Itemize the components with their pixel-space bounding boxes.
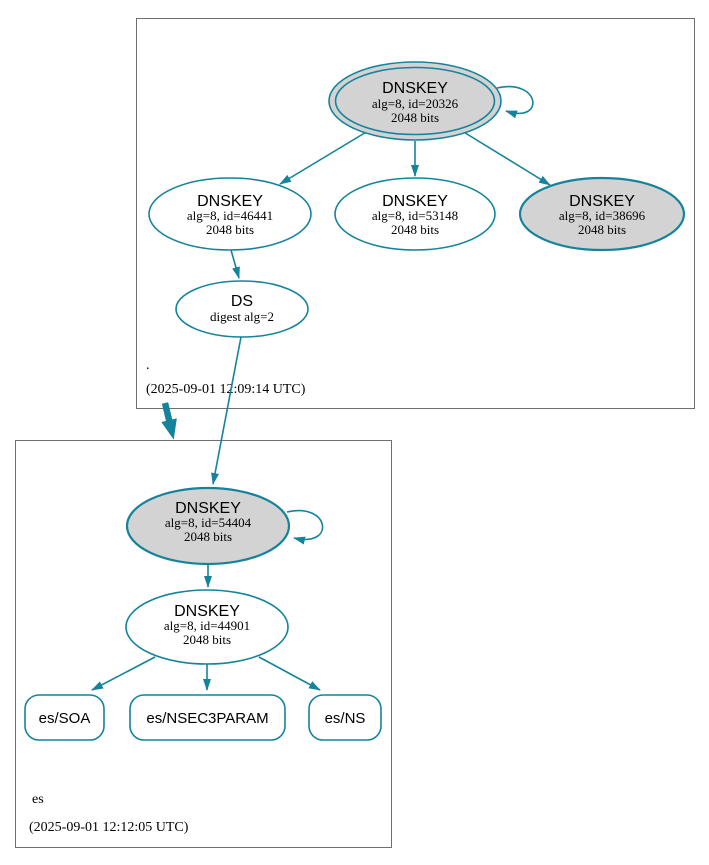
node-detail: alg=8, id=54404 <box>165 515 252 530</box>
node-title: DNSKEY <box>382 193 448 210</box>
zone-timestamp-es: (2025-09-01 12:12:05 UTC) <box>29 820 189 835</box>
edge-ksk54404-self-loop <box>286 509 324 545</box>
node-dnskey-46441[interactable]: DNSKEY alg=8, id=46441 2048 bits <box>148 177 312 251</box>
node-detail: 2048 bits <box>391 222 439 237</box>
node-title: DNSKEY <box>175 500 241 517</box>
node-detail: alg=8, id=44901 <box>164 618 250 633</box>
zone-name-es: es <box>32 792 44 807</box>
node-detail: alg=8, id=53148 <box>372 208 458 223</box>
edge-zsk44901-to-ns <box>258 656 321 691</box>
edge-ksk20326-self-loop <box>496 85 534 119</box>
node-title: DNSKEY <box>569 193 635 210</box>
node-detail: 2048 bits <box>391 110 439 125</box>
node-rrset-es-soa[interactable]: es/SOA <box>24 694 105 741</box>
node-detail: alg=8, id=46441 <box>187 208 273 223</box>
zone-name-root: . <box>146 358 150 373</box>
node-title: DNSKEY <box>174 603 240 620</box>
node-ds[interactable]: DS digest alg=2 <box>175 280 309 338</box>
edge-ksk20326-to-ksk38696 <box>461 130 551 186</box>
node-rrset-es-ns[interactable]: es/NS <box>308 694 382 741</box>
node-detail: alg=8, id=20326 <box>372 96 459 111</box>
edge-delegation-root-to-es <box>161 402 177 440</box>
rrset-label: es/SOA <box>39 710 91 727</box>
node-detail: 2048 bits <box>183 632 231 647</box>
edge-zsk46441-to-ds <box>230 249 240 279</box>
node-dnskey-44901[interactable]: DNSKEY alg=8, id=44901 2048 bits <box>125 589 289 665</box>
node-dnskey-53148[interactable]: DNSKEY alg=8, id=53148 2048 bits <box>334 177 496 251</box>
edge-ds-to-ksk54404 <box>211 336 242 485</box>
node-dnskey-20326[interactable]: DNSKEY alg=8, id=20326 2048 bits <box>328 61 502 141</box>
rrset-label: es/NS <box>325 710 366 727</box>
node-detail: digest alg=2 <box>210 309 274 324</box>
node-dnskey-54404[interactable]: DNSKEY alg=8, id=54404 2048 bits <box>125 486 291 566</box>
node-title: DNSKEY <box>197 193 263 210</box>
edge-zsk44901-to-soa <box>91 656 156 691</box>
node-rrset-es-nsec3param[interactable]: es/NSEC3PARAM <box>129 694 286 741</box>
node-detail: 2048 bits <box>206 222 254 237</box>
node-detail: 2048 bits <box>184 529 232 544</box>
node-detail: 2048 bits <box>578 222 626 237</box>
node-dnskey-38696[interactable]: DNSKEY alg=8, id=38696 2048 bits <box>518 176 686 252</box>
zone-timestamp-root: (2025-09-01 12:09:14 UTC) <box>146 382 306 397</box>
rrset-label: es/NSEC3PARAM <box>146 710 268 727</box>
edge-ksk20326-to-zsk46441 <box>279 130 369 185</box>
node-title: DS <box>231 293 253 310</box>
node-title: DNSKEY <box>382 80 448 97</box>
node-detail: alg=8, id=38696 <box>559 208 646 223</box>
